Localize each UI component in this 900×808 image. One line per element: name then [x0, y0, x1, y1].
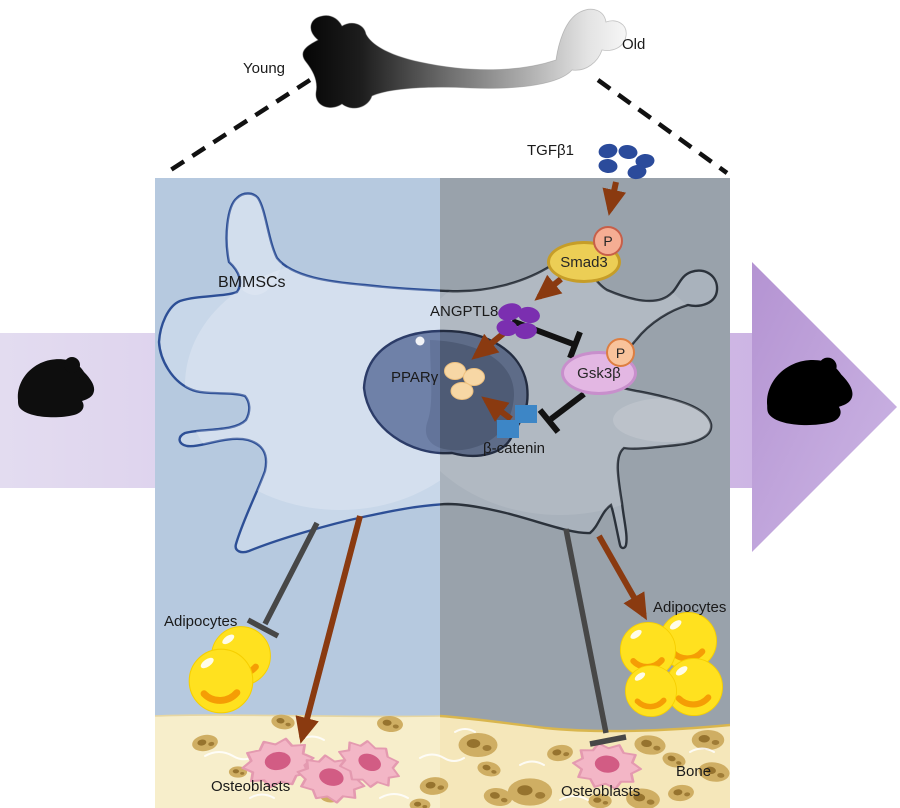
tbar-cell-osteoblast-old-cap — [589, 734, 627, 747]
arrow-cell-to-osteoblasts-young — [295, 515, 363, 744]
tbar-cell-adipocytes-young-stem — [262, 521, 320, 626]
bone-label: Bone — [676, 763, 712, 780]
phospho-badge-smad3: P — [593, 226, 623, 256]
tbar-gsk3b-bcatenin-cap — [537, 408, 561, 434]
tgfb1-molecules — [598, 143, 655, 180]
arrow-cell-to-adipocytes-old — [596, 534, 647, 621]
tbar-cell-adipocytes-young-cap — [246, 617, 280, 639]
beta-catenin-molecules — [497, 405, 537, 438]
angptl8-label: ANGPTL8 — [430, 303, 499, 320]
tbar-angptl8-gsk3b-cap — [567, 330, 583, 360]
bmmsc-cell-young — [157, 192, 440, 554]
phospho-badge-gsk3b: P — [606, 338, 635, 367]
old-label: Old — [622, 36, 646, 53]
beta-catenin-label: β-catenin — [483, 440, 545, 457]
bmmscs-label: BMMSCs — [218, 274, 286, 291]
inhibition-cellular — [246, 521, 627, 747]
adipocytes-old-label: Adipocytes — [653, 599, 727, 616]
arrow-angptl8-to-pparg — [471, 330, 506, 360]
arrow-bcatenin-to-pparg — [481, 396, 513, 422]
tbar-cell-osteoblast-old-stem — [563, 528, 609, 734]
young-label: Young — [243, 60, 285, 77]
arrow-tgfb1-to-smad3 — [602, 181, 627, 216]
osteoblasts-young-label: Osteoblasts — [211, 778, 291, 795]
angptl8-molecules — [496, 303, 540, 340]
femur-icon — [302, 8, 627, 109]
dashed-projection-lines — [164, 78, 729, 175]
tbar-gsk3b-bcatenin-stem — [549, 391, 586, 422]
arrow-smad3-to-angptl8 — [534, 274, 563, 301]
activation-arrows — [295, 181, 647, 744]
adipocytes-old — [620, 613, 722, 717]
pparg-label: PPARγ — [391, 369, 439, 386]
pparg-molecules — [444, 362, 485, 400]
adipocytes-young-label: Adipocytes — [164, 613, 238, 630]
tgfb1-label: TGFβ1 — [527, 142, 574, 159]
osteoblasts-old-label: Osteoblasts — [561, 783, 641, 800]
